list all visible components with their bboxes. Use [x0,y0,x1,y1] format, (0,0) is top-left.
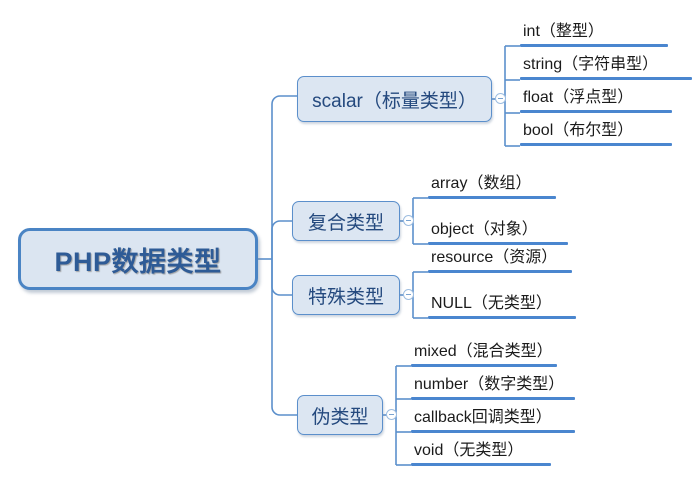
leaf-item-label: float（浮点型） [523,89,634,106]
leaf-item[interactable]: string（字符串型） [520,55,692,80]
collapse-minus-icon-composite[interactable] [403,215,414,226]
leaf-item[interactable]: array（数组） [428,174,556,199]
branch-node-label: 复合类型 [307,212,384,234]
leaf-item[interactable]: callback回调类型） [411,408,575,433]
branch-node-special[interactable]: 特殊类型 [292,275,400,315]
leaf-item-label: array（数组） [431,175,532,192]
leaf-item-label: bool（布尔型） [523,122,634,139]
branch-node-composite[interactable]: 复合类型 [292,201,400,241]
leaf-item[interactable]: float（浮点型） [520,88,672,113]
leaf-item[interactable]: resource（资源） [428,248,572,273]
branch-node-pseudo[interactable]: 伪类型 [297,395,383,435]
branch-node-label: scalar（标量类型） [312,90,477,112]
leaf-item[interactable]: int（整型） [520,22,668,47]
leaf-item-label: object（对象） [431,221,538,238]
leaf-item-label: number（数字类型） [414,376,565,393]
branch-node-scalar[interactable]: scalar（标量类型） [297,76,492,122]
leaf-item[interactable]: NULL（无类型） [428,294,576,319]
leaf-item[interactable]: object（对象） [428,220,568,245]
leaf-underline [411,430,575,433]
branch-node-label: 特殊类型 [307,286,384,308]
collapse-minus-icon-scalar[interactable] [495,93,506,104]
leaf-underline [520,143,672,146]
leaf-item[interactable]: void（无类型） [411,441,551,466]
root-node-label: PHP数据类型 [54,246,222,277]
collapse-minus-icon-special[interactable] [403,289,414,300]
branch-node-label: 伪类型 [311,406,369,428]
leaf-item[interactable]: mixed（混合类型） [411,342,557,367]
leaf-item[interactable]: bool（布尔型） [520,121,672,146]
root-node-php-data-types[interactable]: PHP数据类型 [18,228,258,290]
leaf-underline [411,463,551,466]
leaf-underline [428,270,572,273]
leaf-item-label: int（整型） [523,23,604,40]
leaf-item-label: resource（资源） [431,249,558,266]
leaf-underline [520,44,668,47]
leaf-underline [520,110,672,113]
leaf-item-label: mixed（混合类型） [414,343,553,360]
leaf-underline [428,196,556,199]
leaf-underline [411,364,557,367]
leaf-underline [428,316,576,319]
leaf-item-label: NULL（无类型） [431,295,552,312]
leaf-item-label: callback回调类型） [414,409,552,426]
leaf-item-label: string（字符串型） [523,56,659,73]
leaf-underline [428,242,568,245]
leaf-underline [520,77,692,80]
collapse-minus-icon-pseudo[interactable] [386,409,397,420]
leaf-underline [411,397,575,400]
leaf-item[interactable]: number（数字类型） [411,375,575,400]
leaf-item-label: void（无类型） [414,442,524,459]
